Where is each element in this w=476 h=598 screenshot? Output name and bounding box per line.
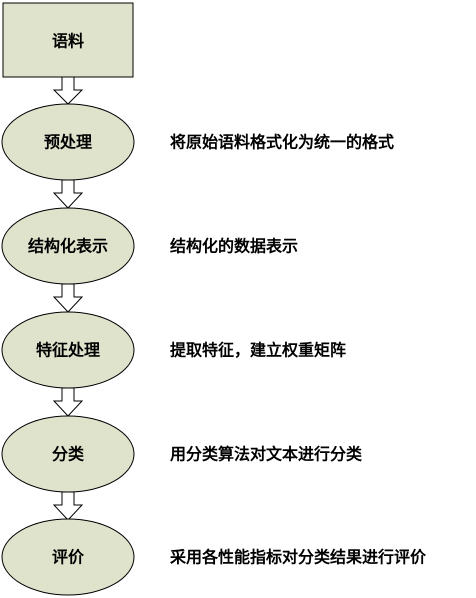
node-structured-representation-description: 结构化的数据表示 <box>169 237 298 256</box>
arrow-1 <box>52 76 84 105</box>
node-preprocess: 预处理 将原始语料格式化为统一的格式 <box>1 103 394 181</box>
node-preprocess-label: 预处理 <box>44 133 92 152</box>
node-corpus-label: 语料 <box>52 32 84 51</box>
node-evaluation-label: 评价 <box>52 548 85 567</box>
node-evaluation-description: 采用各性能指标对分类结果进行评价 <box>169 548 427 567</box>
node-structured-representation-label: 结构化表示 <box>27 237 108 256</box>
node-preprocess-ellipse <box>1 103 135 181</box>
arrow-3 <box>52 283 84 313</box>
arrow-2 <box>52 179 84 209</box>
node-structured-representation-ellipse <box>1 207 135 285</box>
node-evaluation-ellipse <box>1 518 135 596</box>
node-corpus: 语料 <box>2 2 134 78</box>
node-feature-processing-description: 提取特征，建立权重矩阵 <box>170 341 346 360</box>
node-preprocess-description: 将原始语料格式化为统一的格式 <box>170 133 394 152</box>
node-corpus-box <box>2 2 134 78</box>
node-classification-description: 用分类算法对文本进行分类 <box>170 445 363 464</box>
node-feature-processing-label: 特征处理 <box>36 341 100 360</box>
node-evaluation: 评价 采用各性能指标对分类结果进行评价 <box>1 518 427 596</box>
arrow-4 <box>52 387 84 417</box>
node-structured-representation: 结构化表示 结构化的数据表示 <box>1 207 298 285</box>
node-classification-ellipse <box>1 415 135 493</box>
node-classification: 分类 用分类算法对文本进行分类 <box>1 415 363 493</box>
arrow-5 <box>52 491 84 521</box>
node-classification-label: 分类 <box>52 445 85 464</box>
node-feature-processing: 特征处理 提取特征，建立权重矩阵 <box>1 311 346 389</box>
node-feature-processing-ellipse <box>1 311 135 389</box>
